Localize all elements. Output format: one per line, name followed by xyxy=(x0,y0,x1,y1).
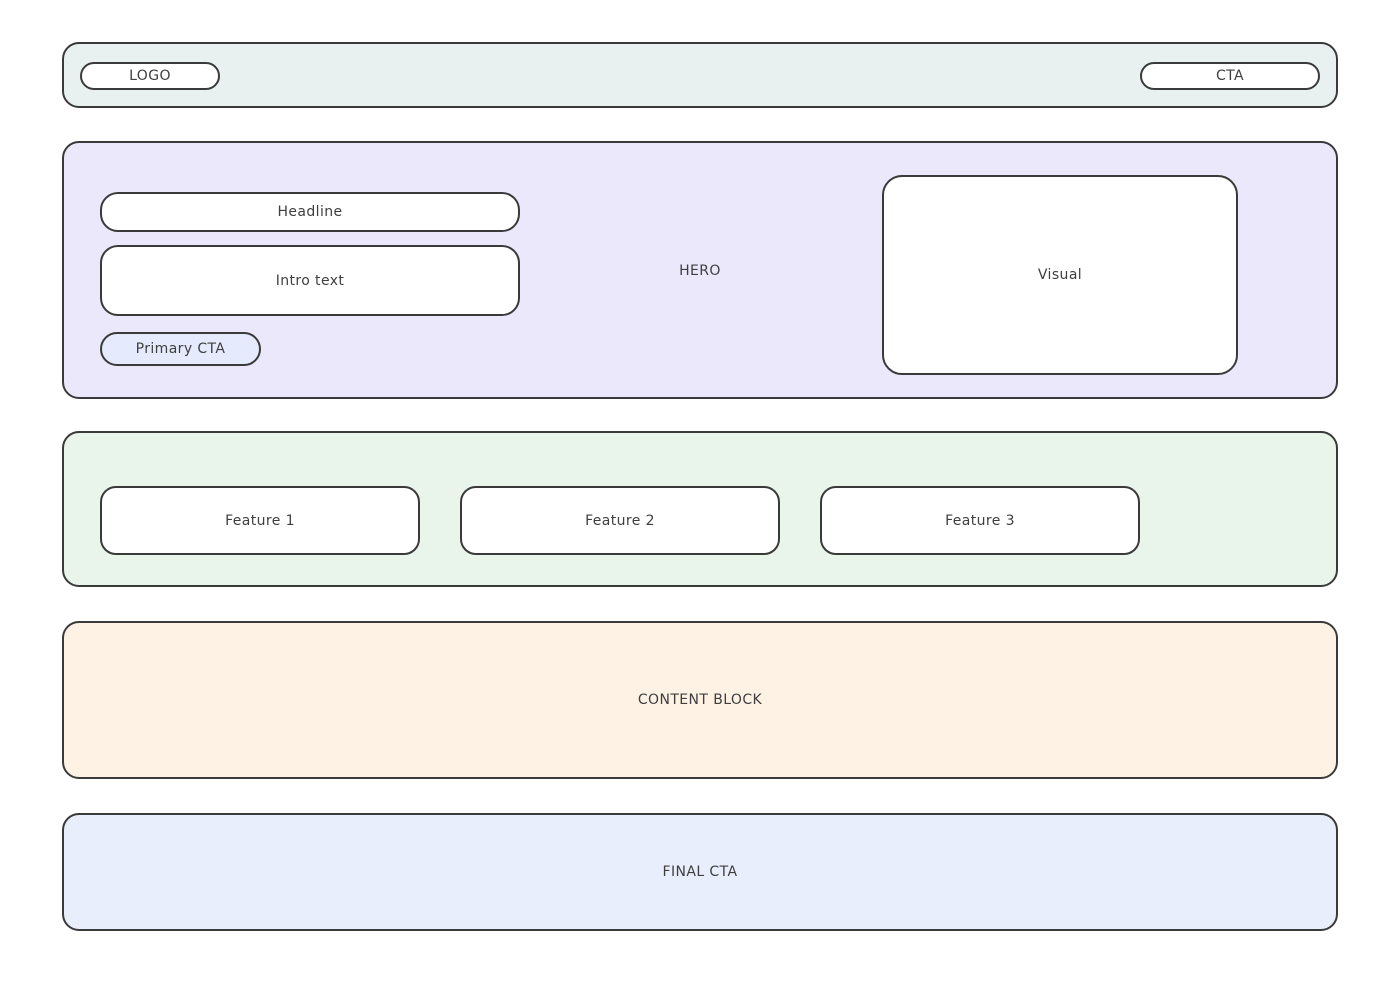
content-block-label: CONTENT BLOCK xyxy=(637,692,763,708)
final-cta-section: FINAL CTA xyxy=(62,813,1338,931)
final-cta-label: FINAL CTA xyxy=(662,864,738,880)
headline-placeholder: Headline xyxy=(100,192,520,232)
visual-placeholder: Visual xyxy=(882,175,1238,375)
feature-card-1: Feature 1 xyxy=(100,486,420,555)
logo-label: LOGO xyxy=(129,68,171,84)
feature-3-label: Feature 3 xyxy=(945,512,1015,529)
visual-label: Visual xyxy=(1037,267,1083,283)
header-cta-label: CTA xyxy=(1215,68,1245,84)
content-block-section: CONTENT BLOCK xyxy=(62,621,1338,779)
features-section: Feature 1 Feature 2 Feature 3 xyxy=(62,431,1338,587)
header-cta-button[interactable]: CTA xyxy=(1140,62,1320,90)
intro-text-label: Intro text xyxy=(275,272,345,289)
headline-label: Headline xyxy=(277,204,343,220)
primary-cta-button[interactable]: Primary CTA xyxy=(100,332,261,366)
primary-cta-label: Primary CTA xyxy=(135,341,226,357)
hero-section: Headline Intro text Primary CTA HERO Vis… xyxy=(62,141,1338,399)
logo-button[interactable]: LOGO xyxy=(80,62,220,90)
feature-1-label: Feature 1 xyxy=(225,512,295,529)
feature-2-label: Feature 2 xyxy=(585,512,655,529)
intro-text-placeholder: Intro text xyxy=(100,245,520,316)
feature-card-2: Feature 2 xyxy=(460,486,780,555)
feature-card-3: Feature 3 xyxy=(820,486,1140,555)
top-bar: LOGO CTA xyxy=(62,42,1338,108)
